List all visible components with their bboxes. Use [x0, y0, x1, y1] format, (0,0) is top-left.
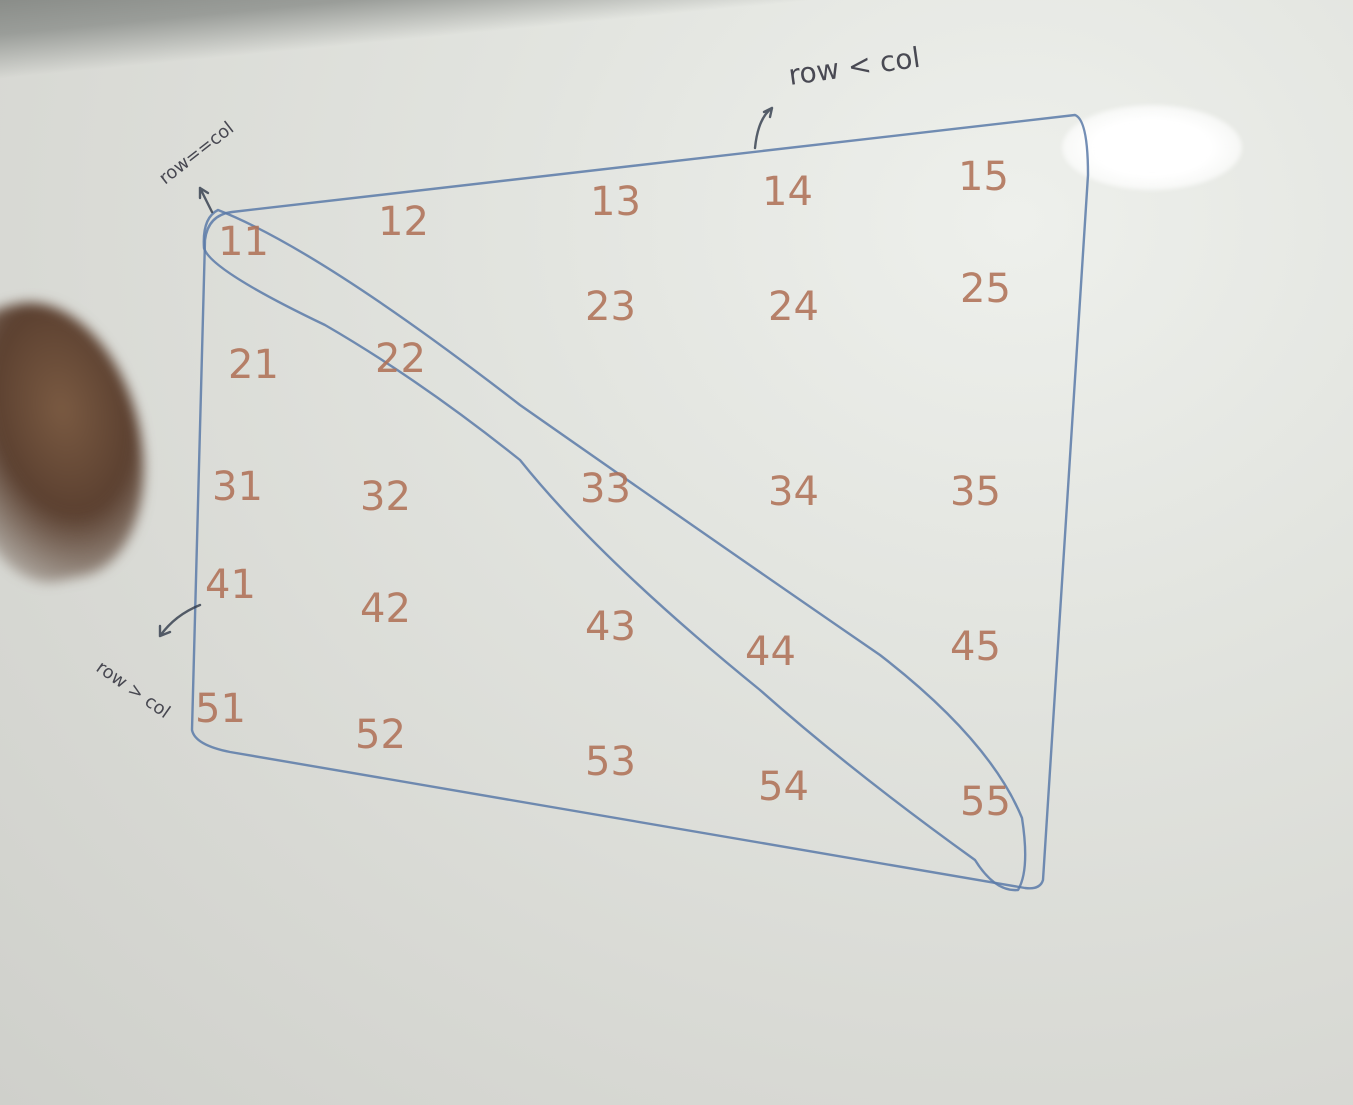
cell-45: 45 — [950, 624, 1001, 670]
annotation-diagonal: row==col — [155, 118, 238, 189]
annotation-upper: row < col — [786, 41, 922, 92]
annotation-lower: row > col — [92, 657, 174, 723]
diagonal-pointer-arrow — [198, 186, 214, 214]
cell-21: 21 — [228, 342, 279, 388]
cell-34: 34 — [768, 469, 819, 515]
diagonal-loop — [202, 208, 1027, 892]
cell-42: 42 — [360, 586, 411, 632]
cell-22: 22 — [375, 336, 426, 382]
cell-12: 12 — [378, 199, 429, 245]
cell-55: 55 — [960, 779, 1011, 825]
cell-44: 44 — [745, 629, 796, 675]
cell-35: 35 — [950, 469, 1001, 515]
cell-15: 15 — [958, 154, 1009, 200]
cell-23: 23 — [585, 284, 636, 330]
cell-33: 33 — [580, 466, 631, 512]
cell-14: 14 — [762, 169, 813, 215]
matrix-outline — [190, 113, 1090, 890]
cell-53: 53 — [585, 739, 636, 785]
cell-11: 11 — [218, 219, 269, 265]
cell-52: 52 — [355, 712, 406, 758]
cell-32: 32 — [360, 474, 411, 520]
light-glare — [1062, 105, 1242, 190]
cell-25: 25 — [960, 266, 1011, 312]
cell-13: 13 — [590, 179, 641, 225]
cell-24: 24 — [768, 284, 819, 330]
upper-pointer-arrow — [753, 106, 774, 150]
cell-31: 31 — [212, 464, 263, 510]
cell-54: 54 — [758, 764, 809, 810]
cell-51: 51 — [195, 686, 246, 732]
cell-41: 41 — [205, 562, 256, 608]
cell-43: 43 — [585, 604, 636, 650]
lower-pointer-arrow — [158, 603, 202, 638]
